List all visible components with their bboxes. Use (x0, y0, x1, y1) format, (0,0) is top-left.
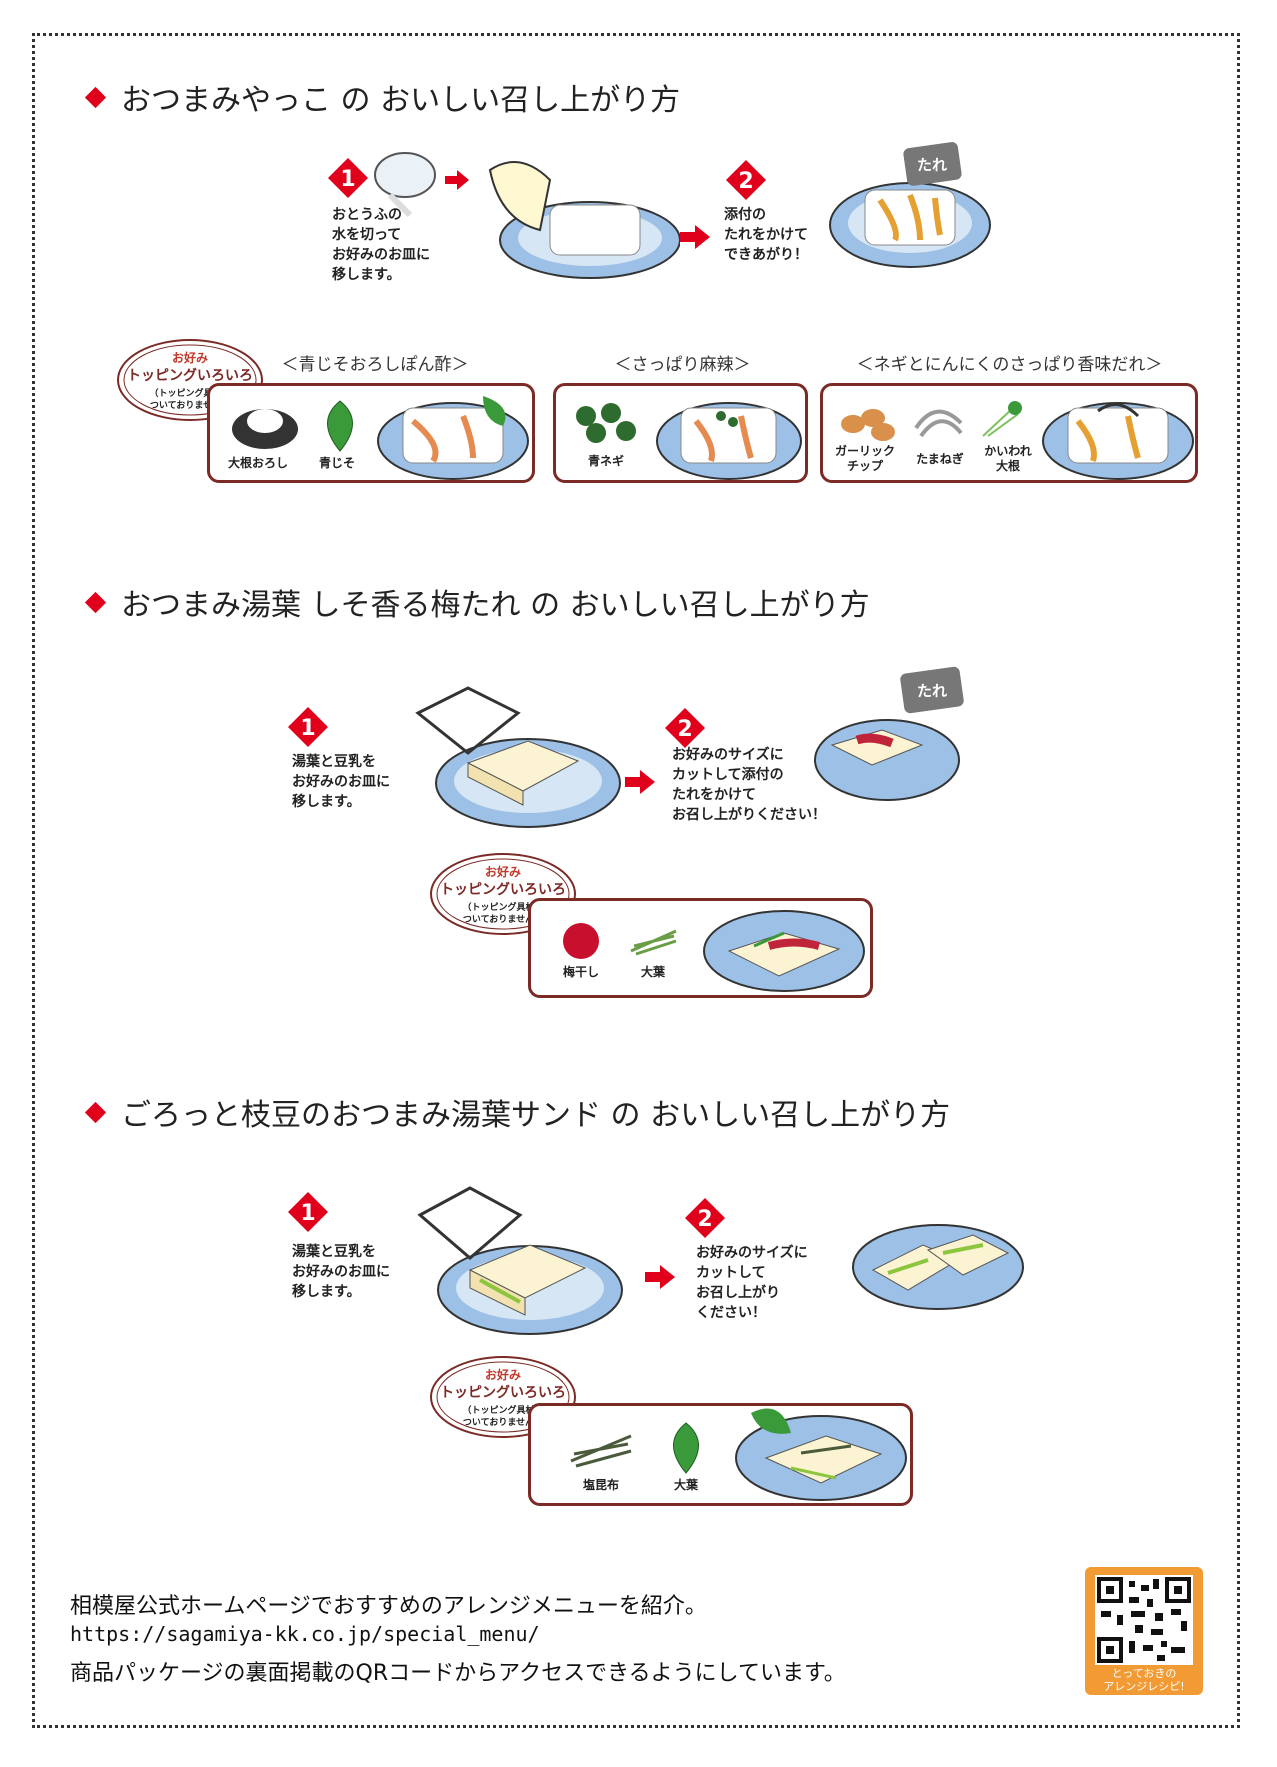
svg-text:お好み: お好み (485, 1367, 521, 1382)
svg-text:ついておりません）: ついておりません） (463, 1417, 543, 1428)
topping-box: 大根おろし 青じそ (207, 383, 535, 483)
plate-topping-image (656, 402, 802, 480)
qr-code-icon (1095, 1575, 1193, 1665)
plate-yuba-image (415, 686, 621, 828)
plate-topping-image (377, 396, 529, 480)
ingredient-label: 大根おろし (227, 456, 288, 470)
plate-yuba-sauce-image: たれ (814, 666, 964, 801)
section-title: おつまみやっこ の おいしい召し上がり方 (121, 83, 681, 118)
step-2-icon: 2 (665, 708, 705, 748)
ooba-image (630, 929, 677, 956)
ingredient-label: たまねぎ (916, 452, 964, 466)
ingredient-label: かいわれ 大根 (984, 444, 1032, 473)
step-2-icon: 2 (685, 1198, 725, 1238)
svg-text:トッピングいろいろ: トッピングいろいろ (440, 1384, 566, 1401)
topping-title: ＜ネギとにんにくのさっぱり香味だれ＞ (856, 355, 1163, 375)
svg-text:たれ: たれ (917, 682, 947, 700)
step-2-text: お好みのサイズに カットして添付の たれをかけて お召し上がりください！ (672, 747, 826, 823)
step-1-icon: 1 (288, 1192, 328, 1232)
topping-title: ＜さっぱり麻辣＞ (614, 355, 751, 375)
footer-text: 相模屋公式ホームページでおすすめのアレンジメニューを紹介。 (70, 1594, 707, 1619)
ingredient-label: ガーリック チップ (834, 444, 895, 473)
topping-box: 青ネギ (553, 383, 808, 483)
step-2-text: お好みのサイズに カットして お召し上がり ください！ (696, 1245, 808, 1321)
step-2-text: 添付の たれをかけて できあがり！ (724, 207, 808, 263)
tamanegi-image (914, 409, 963, 438)
aonegi-image (576, 403, 636, 443)
ingredient-label: 塩昆布 (582, 1478, 619, 1492)
step-2-icon: 2 (726, 160, 766, 200)
garlic-chip-image (841, 409, 895, 441)
svg-text:ついておりません）: ついておりません） (463, 914, 543, 925)
topping-title: ＜青じそおろしぽん酢＞ (281, 355, 469, 375)
diamond-bullet-icon (84, 1101, 107, 1123)
step-1-text: おとうふの 水を切って お好みのお皿に 移します。 (332, 207, 430, 283)
svg-text:2: 2 (677, 717, 692, 742)
svg-text:（トッピング具材は: （トッピング具材は (462, 1404, 543, 1416)
plate-topping-image (703, 910, 865, 992)
footer-url-link[interactable]: https://sagamiya-kk.co.jp/special_menu/ (70, 1622, 540, 1646)
daikon-oroshi-image (232, 409, 298, 449)
arrow-icon (680, 225, 710, 249)
diamond-bullet-icon (84, 86, 107, 108)
topping-box: 梅干し 大葉 (528, 898, 873, 998)
step-1-icon: 1 (288, 707, 328, 747)
svg-text:1: 1 (340, 167, 355, 192)
svg-text:ついておりません）: ついておりません） (150, 400, 230, 411)
ingredient-label: 大葉 (640, 965, 665, 979)
topping-box: ガーリック チップ たまねぎ かいわれ 大根 (820, 383, 1198, 483)
plate-tofu-sauce-image: たれ (829, 142, 991, 268)
plate-topping-image (735, 1408, 907, 1501)
plate-yuba-sand-image (417, 1186, 623, 1335)
qr-caption: とっておきの アレンジレシピ! (1103, 1667, 1185, 1693)
diamond-bullet-icon (84, 591, 107, 613)
section-title: おつまみ湯葉 しそ香る梅たれ の おいしい召し上がり方 (121, 588, 870, 623)
plate-topping-image (1042, 402, 1194, 480)
svg-text:1: 1 (300, 716, 315, 741)
section-title: ごろっと枝豆のおつまみ湯葉サンド の おいしい召し上がり方 (121, 1098, 951, 1133)
arrow-icon (645, 1265, 675, 1289)
section-heading: おつまみやっこ の おいしい召し上がり方 (82, 75, 680, 119)
step-1-text: 湯葉と豆乳を お好みのお皿に 移します。 (292, 754, 390, 810)
svg-text:2: 2 (738, 169, 753, 194)
svg-text:トッピングいろいろ: トッピングいろいろ (127, 367, 253, 384)
ingredient-label: 大葉 (673, 1478, 698, 1492)
kaiware-image (982, 401, 1022, 437)
topping-box: 塩昆布 大葉 (528, 1403, 913, 1506)
svg-text:お好み: お好み (485, 864, 521, 879)
shio-konbu-image (570, 1434, 632, 1468)
footer-text: 商品パッケージの裏面掲載のQRコードからアクセスできるようにしています。 (70, 1661, 846, 1686)
step-1-text: 湯葉と豆乳を お好みのお皿に 移します。 (292, 1244, 390, 1300)
aojiso-image (327, 400, 353, 452)
ooba-image (673, 1422, 699, 1474)
tofu-pack-image (374, 152, 436, 218)
arrow-icon (445, 170, 469, 190)
page-frame (32, 33, 1240, 1728)
svg-text:たれ: たれ (917, 156, 947, 174)
ingredient-label: 青ネギ (587, 454, 624, 468)
section-heading: おつまみ湯葉 しそ香る梅たれ の おいしい召し上がり方 (82, 580, 870, 624)
section-heading: ごろっと枝豆のおつまみ湯葉サンド の おいしい召し上がり方 (82, 1090, 950, 1134)
qr-code-badge[interactable]: とっておきの アレンジレシピ! (1085, 1567, 1203, 1695)
svg-text:1: 1 (300, 1201, 315, 1226)
ingredient-label: 梅干し (562, 965, 599, 979)
svg-text:トッピングいろいろ: トッピングいろいろ (440, 881, 566, 898)
plate-tofu-image (488, 161, 680, 279)
svg-text:2: 2 (697, 1207, 712, 1232)
ingredient-label: 青じそ (318, 456, 355, 470)
step-1-icon: 1 (328, 158, 368, 198)
umeboshi-image (563, 923, 599, 959)
svg-text:お好み: お好み (172, 350, 208, 365)
arrow-icon (625, 770, 655, 794)
svg-text:（トッピング具材は: （トッピング具材は (462, 901, 543, 913)
plate-yuba-sand-cut-image (852, 1224, 1024, 1310)
